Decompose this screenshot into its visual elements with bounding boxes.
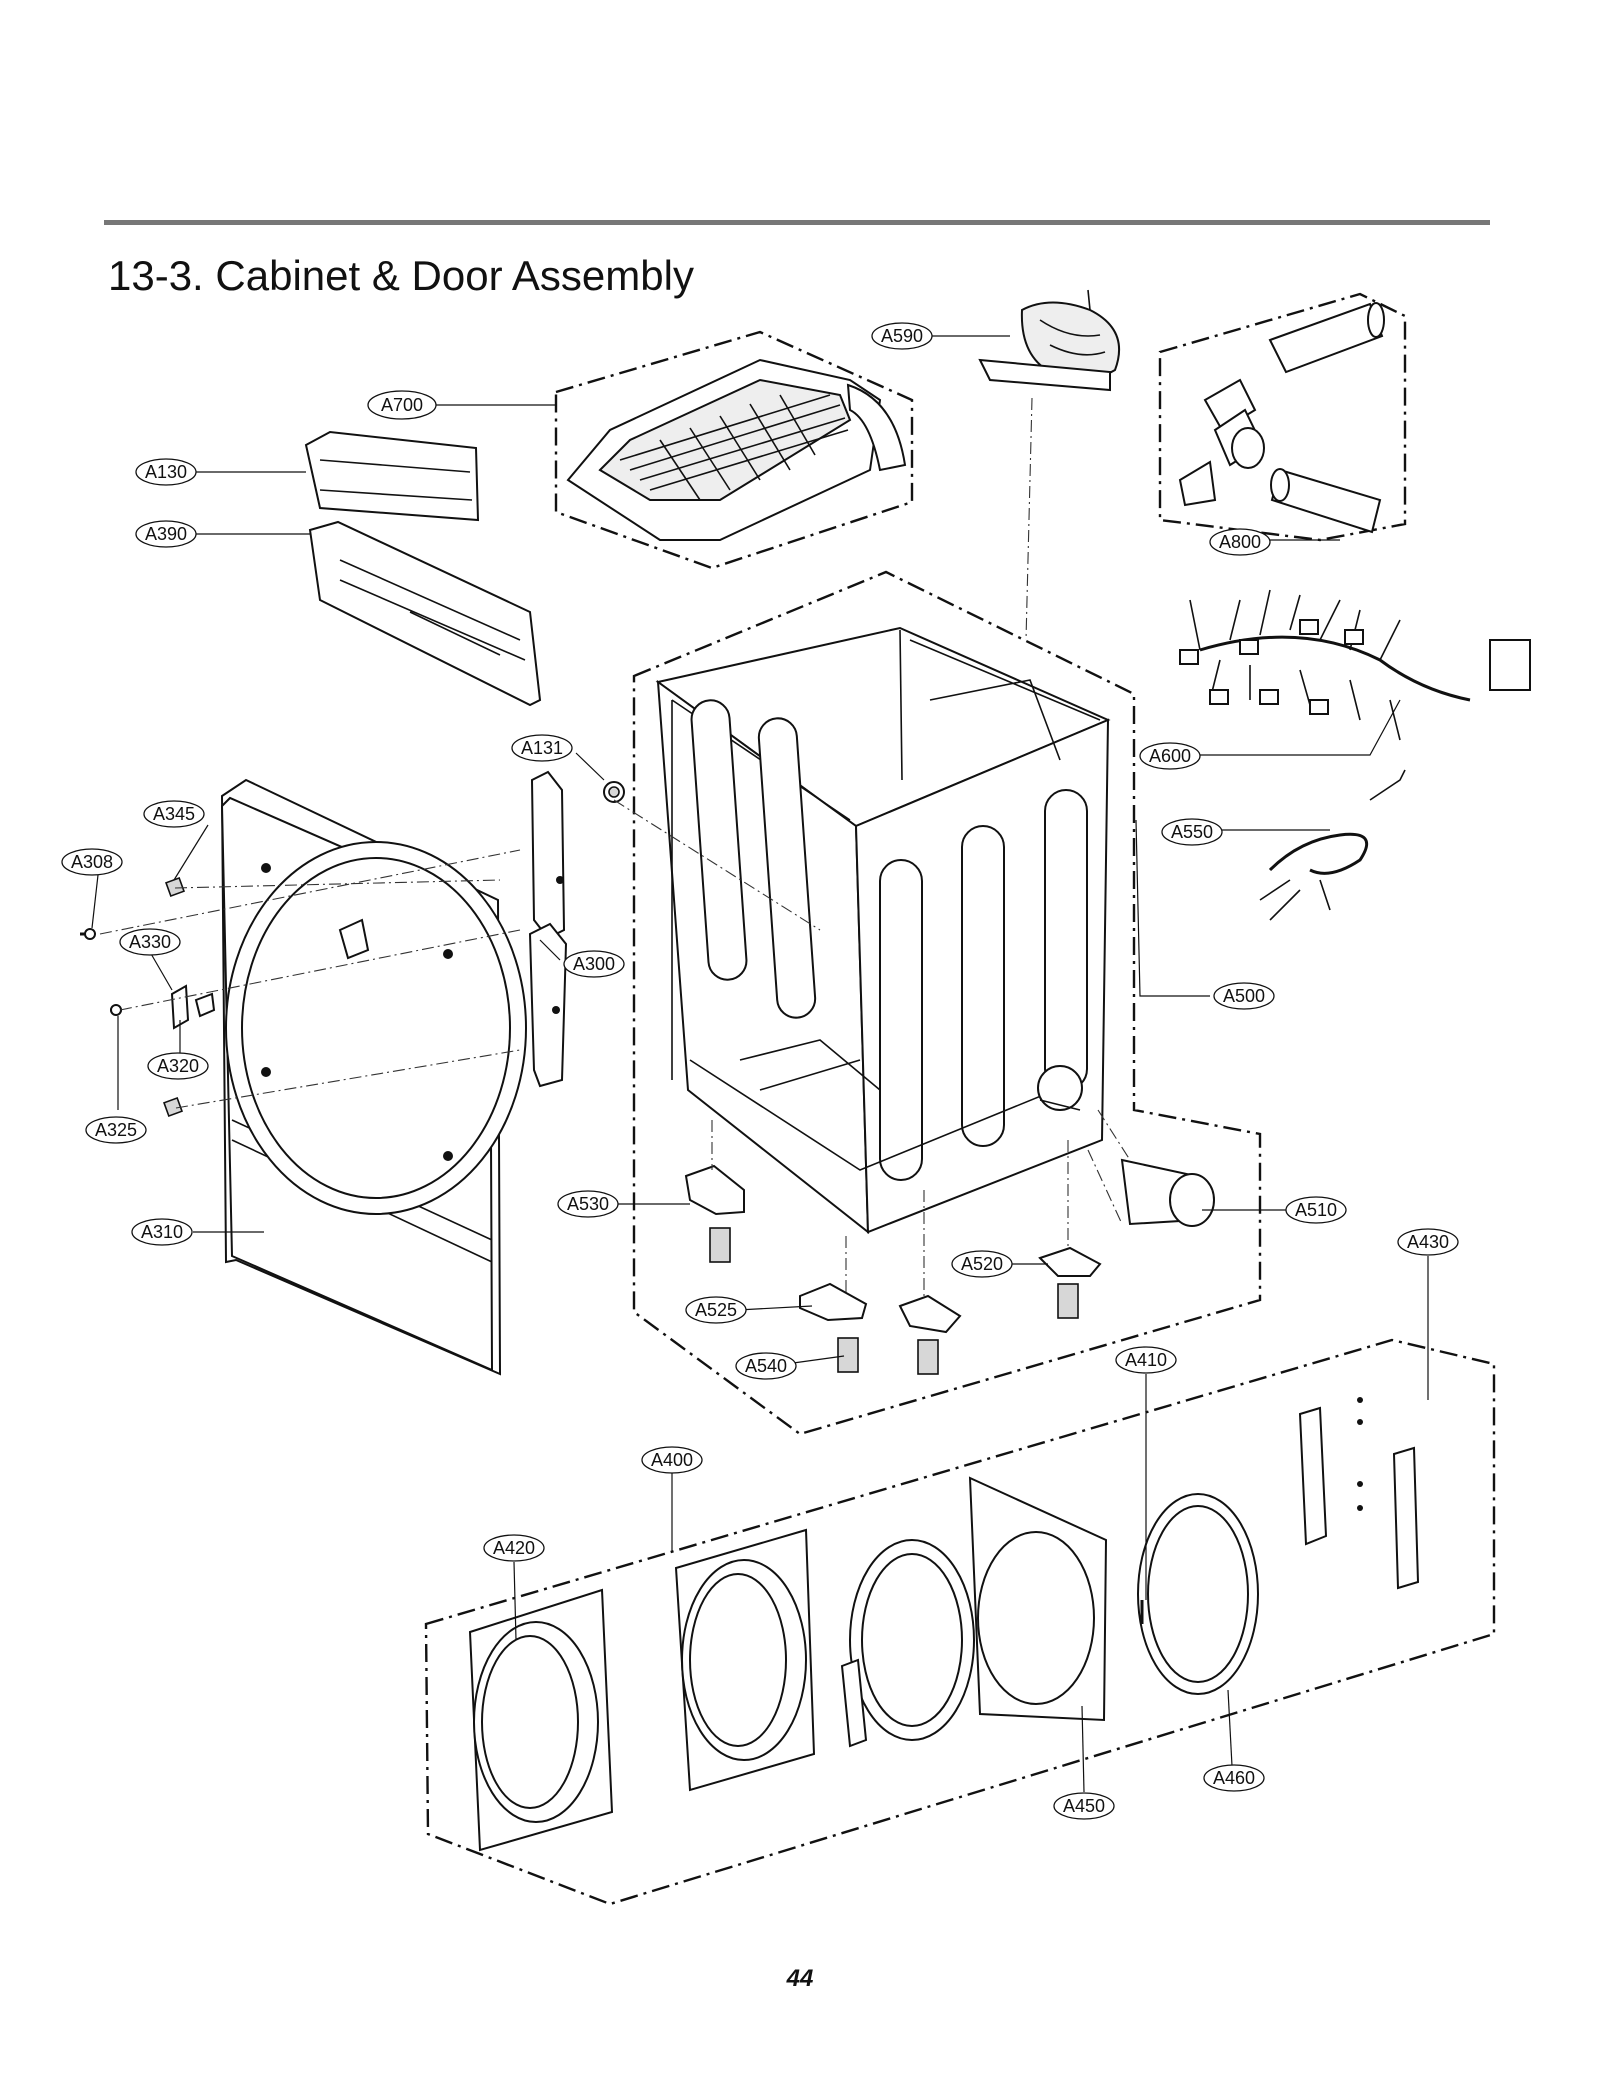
callout-A500[interactable]: A500 xyxy=(1213,982,1275,1010)
callout-A330[interactable]: A330 xyxy=(119,928,181,956)
callout-label: A330 xyxy=(129,932,171,952)
callout-A325[interactable]: A325 xyxy=(85,1116,147,1144)
callout-label: A320 xyxy=(157,1056,199,1076)
tray-part xyxy=(566,358,907,541)
page-title: 13-3. Cabinet & Door Assembly xyxy=(108,252,694,299)
callout-label: A525 xyxy=(695,1300,737,1320)
callout-label: A540 xyxy=(745,1356,787,1376)
callout-label: A430 xyxy=(1407,1232,1449,1252)
callout-A520[interactable]: A520 xyxy=(951,1250,1013,1278)
door-parts xyxy=(468,1397,1420,1852)
page-number: 44 xyxy=(786,1965,814,1992)
callout-label: A510 xyxy=(1295,1200,1337,1220)
callout-A540[interactable]: A540 xyxy=(735,1352,797,1380)
callout-label: A600 xyxy=(1149,746,1191,766)
callout-A525[interactable]: A525 xyxy=(685,1296,747,1324)
callout-A308[interactable]: A308 xyxy=(61,848,123,876)
callout-A530[interactable]: A530 xyxy=(557,1190,619,1218)
callout-A700[interactable]: A700 xyxy=(367,390,437,420)
callout-label: A308 xyxy=(71,852,113,872)
callout-A590[interactable]: A590 xyxy=(871,322,933,350)
callout-A430[interactable]: A430 xyxy=(1397,1228,1459,1256)
callout-A131[interactable]: A131 xyxy=(511,734,573,762)
callout-label: A520 xyxy=(961,1254,1003,1274)
callout-label: A590 xyxy=(881,326,923,346)
callout-label: A345 xyxy=(153,804,195,824)
callout-label: A410 xyxy=(1125,1350,1167,1370)
callout-A300[interactable]: A300 xyxy=(563,950,625,978)
callout-A420[interactable]: A420 xyxy=(483,1534,545,1562)
callout-label: A500 xyxy=(1223,986,1265,1006)
control-bracket-parts xyxy=(304,430,542,707)
header-rule xyxy=(104,220,1490,225)
small-hardware-parts xyxy=(80,877,216,1117)
callout-A510[interactable]: A510 xyxy=(1285,1196,1347,1224)
callout-A410[interactable]: A410 xyxy=(1115,1346,1177,1374)
front-panel-part xyxy=(220,778,527,1376)
bushing-part xyxy=(603,781,625,803)
callout-label: A700 xyxy=(381,395,423,415)
group-outlines xyxy=(424,292,1496,1906)
callout-label: A800 xyxy=(1219,532,1261,552)
duct-part xyxy=(1178,302,1385,534)
callout-A130[interactable]: A130 xyxy=(135,458,197,486)
harness-parts xyxy=(1179,589,1531,921)
callout-A310[interactable]: A310 xyxy=(131,1218,193,1246)
callout-A600[interactable]: A600 xyxy=(1139,742,1201,770)
callout-label: A450 xyxy=(1063,1796,1105,1816)
hinge-bracket-parts xyxy=(528,770,568,1088)
callout-label: A390 xyxy=(145,524,187,544)
exhaust-duct-part xyxy=(1087,1109,1215,1227)
blower-part xyxy=(978,289,1120,392)
callout-A550[interactable]: A550 xyxy=(1161,818,1223,846)
callout-label: A420 xyxy=(493,1538,535,1558)
callout-A400[interactable]: A400 xyxy=(641,1446,703,1474)
cabinet-part xyxy=(655,626,1111,1235)
callout-label: A310 xyxy=(141,1222,183,1242)
callout-label: A300 xyxy=(573,954,615,974)
callout-A390[interactable]: A390 xyxy=(135,520,197,548)
callout-label: A400 xyxy=(651,1450,693,1470)
callout-A460[interactable]: A460 xyxy=(1203,1764,1265,1792)
legs-brackets-parts xyxy=(684,1164,1102,1375)
callout-label: A130 xyxy=(145,462,187,482)
callout-A450[interactable]: A450 xyxy=(1053,1792,1115,1820)
callout-A320[interactable]: A320 xyxy=(147,1052,209,1080)
callout-A800[interactable]: A800 xyxy=(1209,528,1271,556)
callout-A345[interactable]: A345 xyxy=(143,800,205,828)
callout-label: A325 xyxy=(95,1120,137,1140)
callout-label: A530 xyxy=(567,1194,609,1214)
assembly-guides xyxy=(99,397,1069,1298)
callout-label: A131 xyxy=(521,738,563,758)
callout-label: A460 xyxy=(1213,1768,1255,1788)
callout-label: A550 xyxy=(1171,822,1213,842)
